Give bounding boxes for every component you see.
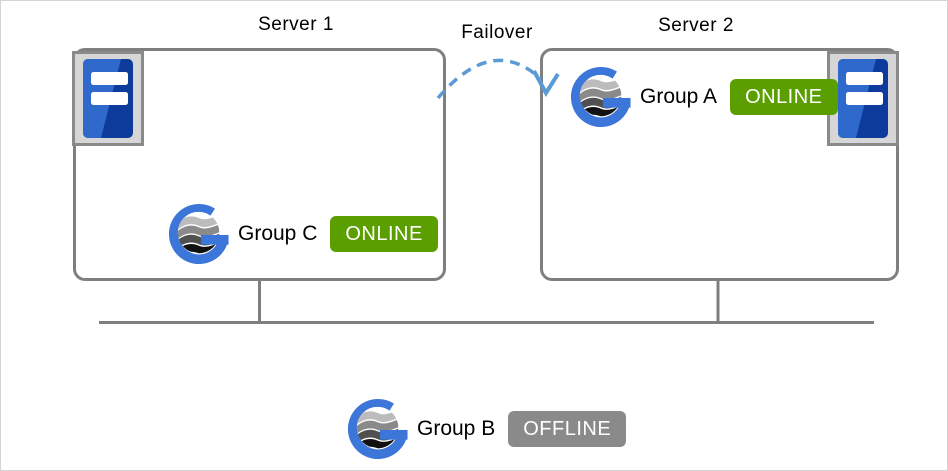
group-a-cluster-group-icon <box>570 66 632 128</box>
failover-dashed-arc <box>436 58 543 100</box>
server2-label: Server 2 <box>658 15 734 36</box>
group-c-label: Group C <box>238 222 318 245</box>
server1-label: Server 1 <box>258 14 334 35</box>
group-a-status-badge: ONLINE <box>730 79 838 115</box>
group-c-row: Group C ONLINE <box>168 203 438 265</box>
group-b-cluster-group-icon <box>347 398 409 460</box>
server2-server-icon <box>827 51 899 146</box>
group-b-label: Group B <box>417 417 496 440</box>
group-a-label: Group A <box>640 85 718 108</box>
group-b-status-badge: OFFLINE <box>508 411 627 447</box>
server1-server-icon <box>72 51 144 146</box>
group-a-row: Group A ONLINE <box>570 66 838 128</box>
group-c-cluster-group-icon <box>168 203 230 265</box>
failover-label: Failover <box>461 22 533 43</box>
group-b-row: Group B OFFLINE <box>347 398 627 460</box>
group-c-status-badge: ONLINE <box>330 216 438 252</box>
